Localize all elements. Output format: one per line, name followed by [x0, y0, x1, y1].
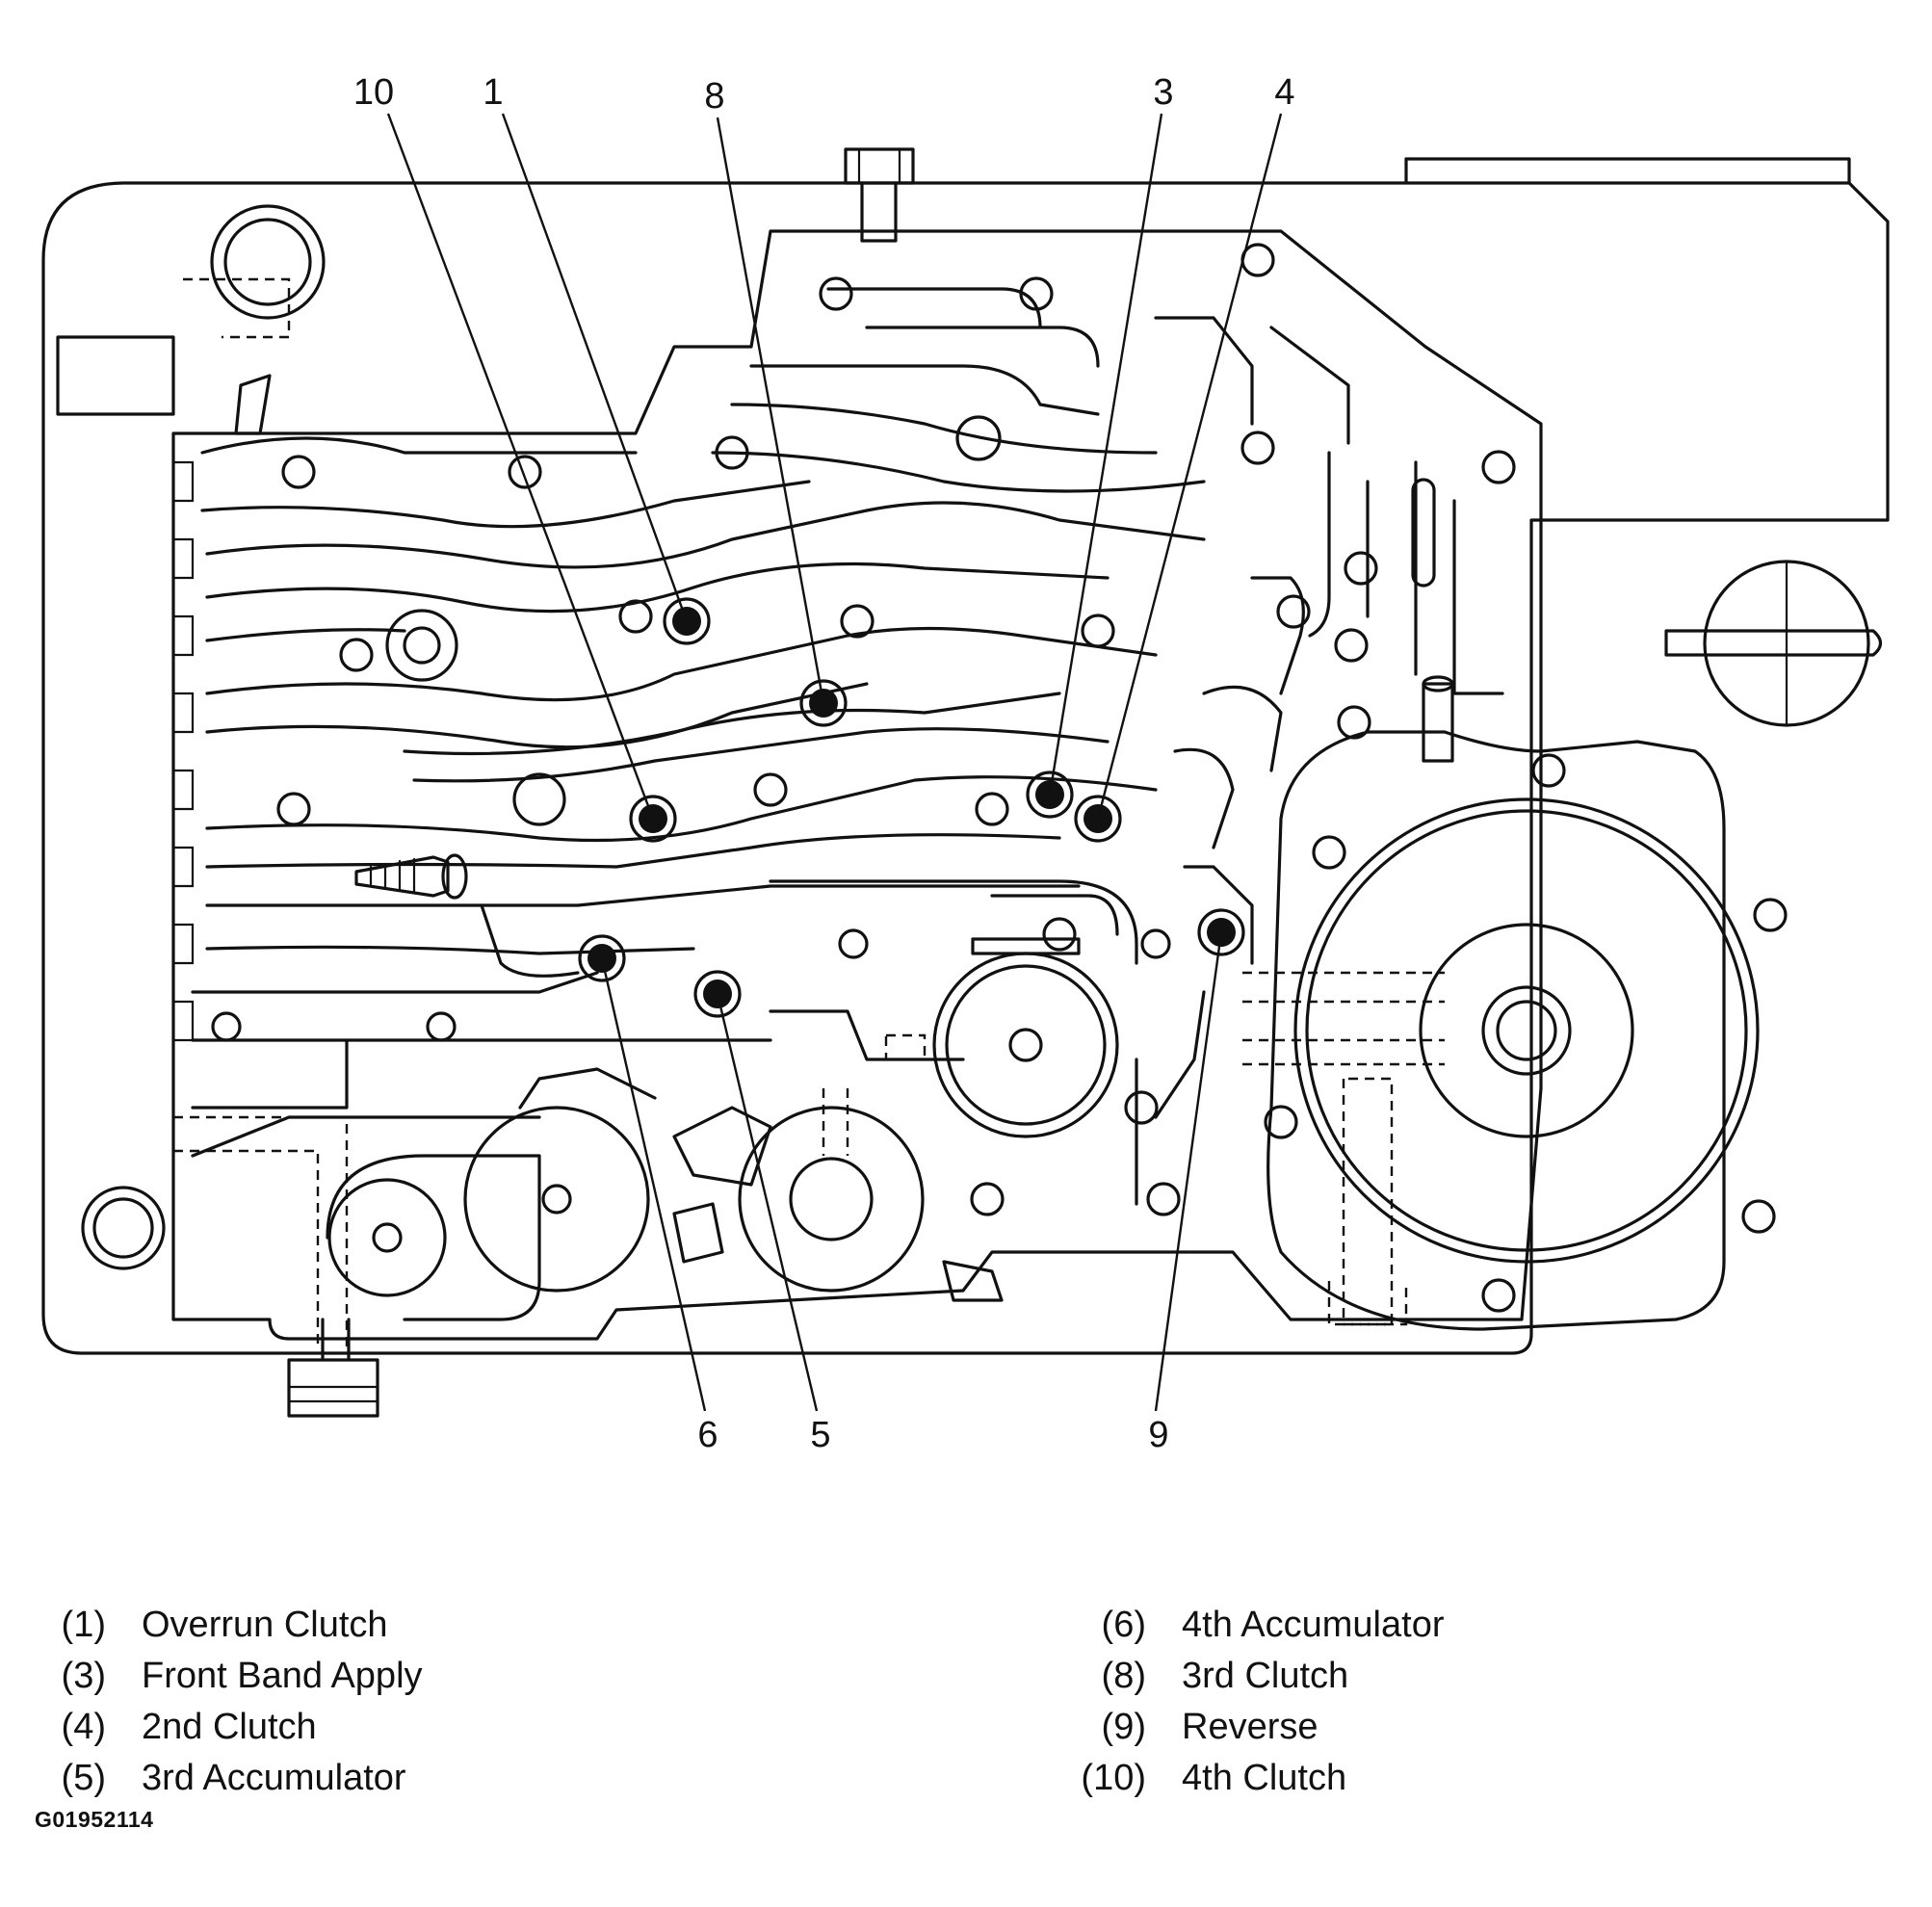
legend-number: (4) [61, 1707, 106, 1747]
legend-item: (8) 3rd Clutch [1069, 1651, 1444, 1702]
filter-screen [354, 853, 468, 900]
callout-4: 4 [1274, 72, 1294, 113]
legend-label: 3rd Accumulator [142, 1758, 406, 1798]
valve-body-diagram: 10 1 8 3 4 6 5 9 [41, 72, 1890, 1455]
callout-labels: 10 1 8 3 4 6 5 9 [353, 72, 1295, 1455]
pin [1422, 675, 1454, 763]
callout-9: 9 [1148, 1415, 1168, 1455]
legend-item: (6) 4th Accumulator [1069, 1600, 1445, 1651]
leader-lines [386, 113, 1283, 1412]
legend-item: (1) Overrun Clutch [29, 1600, 423, 1651]
pump-assembly [1242, 730, 1760, 1331]
legend-label: 4th Clutch [1182, 1758, 1347, 1798]
callout-8: 8 [704, 76, 724, 117]
legend-item: (10) 4th Clutch [1069, 1753, 1444, 1804]
legend-number: (1) [61, 1605, 106, 1645]
callout-6: 6 [697, 1415, 718, 1455]
legend-item: (5) 3rd Accumulator [29, 1753, 423, 1804]
legend-label: Reverse [1182, 1707, 1318, 1747]
lower-left-ring [81, 1186, 166, 1270]
legend-number: (9) [1101, 1707, 1146, 1747]
legend-item: (3) Front Band Apply [29, 1651, 423, 1702]
valve-body-outline [41, 157, 1890, 1355]
figure-id: G01952114 [35, 1807, 154, 1832]
legend-label: Front Band Apply [142, 1656, 423, 1696]
legend-label: 3rd Clutch [1182, 1656, 1349, 1696]
legend-number: (10) [1081, 1758, 1146, 1798]
legend-label: 2nd Clutch [142, 1707, 317, 1747]
lower-accumulators [173, 1067, 1004, 1348]
legend-right: (6) 4th Accumulator (8) 3rd Clutch (9) Reve… [1069, 1600, 1444, 1804]
separator-plate [171, 229, 1543, 1341]
check-balls [578, 597, 1245, 1018]
legend-item: (4) 2nd Clutch [29, 1702, 423, 1753]
legend-number: (6) [1101, 1605, 1146, 1645]
bolt-holes [211, 243, 1788, 1313]
legend-label: 4th Accumulator [1182, 1605, 1445, 1645]
legend-number: (8) [1101, 1656, 1146, 1696]
legend-number: (3) [61, 1656, 106, 1696]
upper-left-ring [56, 204, 326, 435]
callout-1: 1 [483, 72, 503, 113]
top-bolt [844, 147, 915, 243]
callout-10: 10 [353, 72, 394, 113]
callout-3: 3 [1153, 72, 1173, 113]
center-servo [884, 937, 1119, 1138]
callout-5: 5 [810, 1415, 830, 1455]
bottom-bolt [287, 1318, 379, 1418]
legend-label: Overrun Clutch [142, 1605, 388, 1645]
legend-item: (9) Reverse [1069, 1702, 1444, 1753]
manual-lever [1664, 560, 1883, 727]
legend-number: (5) [61, 1758, 106, 1798]
fluid-passages [191, 287, 1504, 1206]
legend-left: (1) Overrun Clutch (3) Front Band Apply (4… [29, 1600, 423, 1804]
